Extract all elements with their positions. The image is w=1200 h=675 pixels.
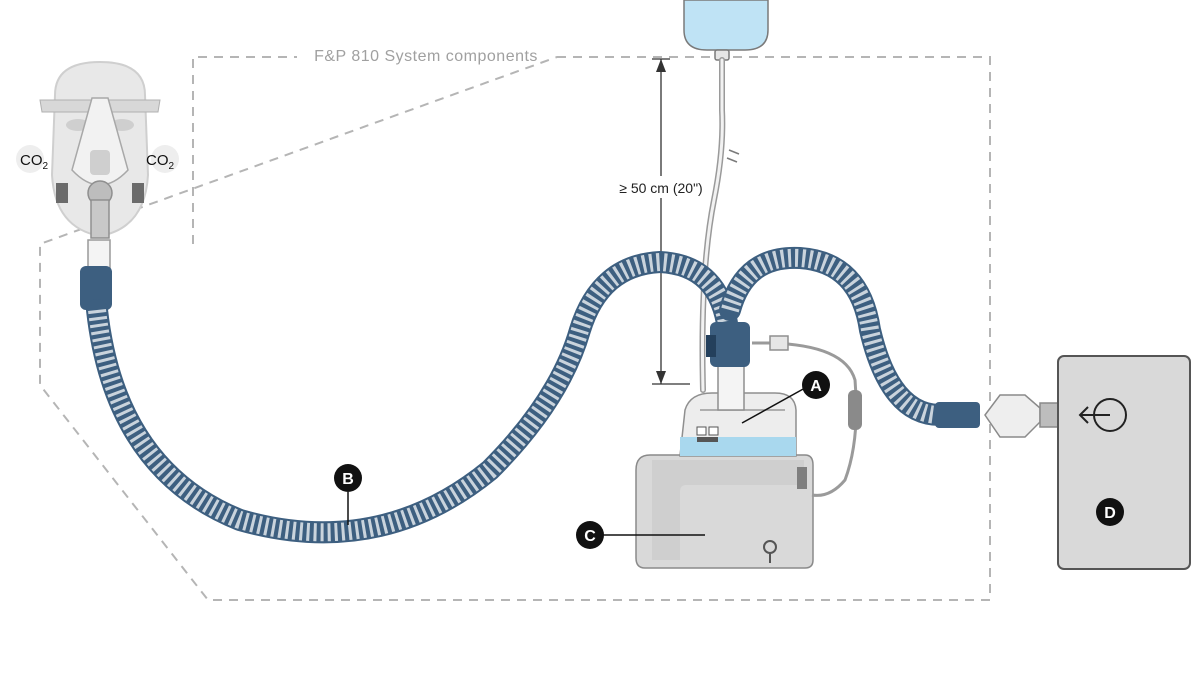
- humidifier-chamber: [679, 322, 797, 457]
- label-a-marker: A: [802, 371, 830, 399]
- tube-cuff-patient: [80, 266, 112, 310]
- humidifier-base: [635, 454, 814, 569]
- ventilator-connector: [935, 394, 1061, 438]
- label-c-marker: C: [576, 521, 604, 549]
- ventilator-device: [1057, 355, 1191, 570]
- patient-head-with-mask: [16, 60, 179, 239]
- svg-text:D: D: [1104, 505, 1116, 522]
- height-requirement-label: ≥ 50 cm (20"): [619, 180, 702, 196]
- boundary-title: F&P 810 System components: [314, 48, 538, 65]
- co2-label-left: CO2: [20, 152, 49, 172]
- system-boundary: [39, 56, 991, 601]
- svg-text:B: B: [342, 471, 354, 488]
- height-dimension: [612, 58, 710, 385]
- label-d-marker: D: [1096, 498, 1124, 526]
- leader-a: [741, 387, 806, 424]
- svg-text:C: C: [584, 528, 596, 545]
- co2-label-right: CO2: [146, 152, 175, 172]
- mask-connector: [87, 239, 111, 271]
- label-b-marker: B: [334, 464, 362, 492]
- svg-text:A: A: [810, 378, 822, 395]
- inspiratory-tube: [719, 246, 951, 426]
- water-bag: [683, 0, 769, 61]
